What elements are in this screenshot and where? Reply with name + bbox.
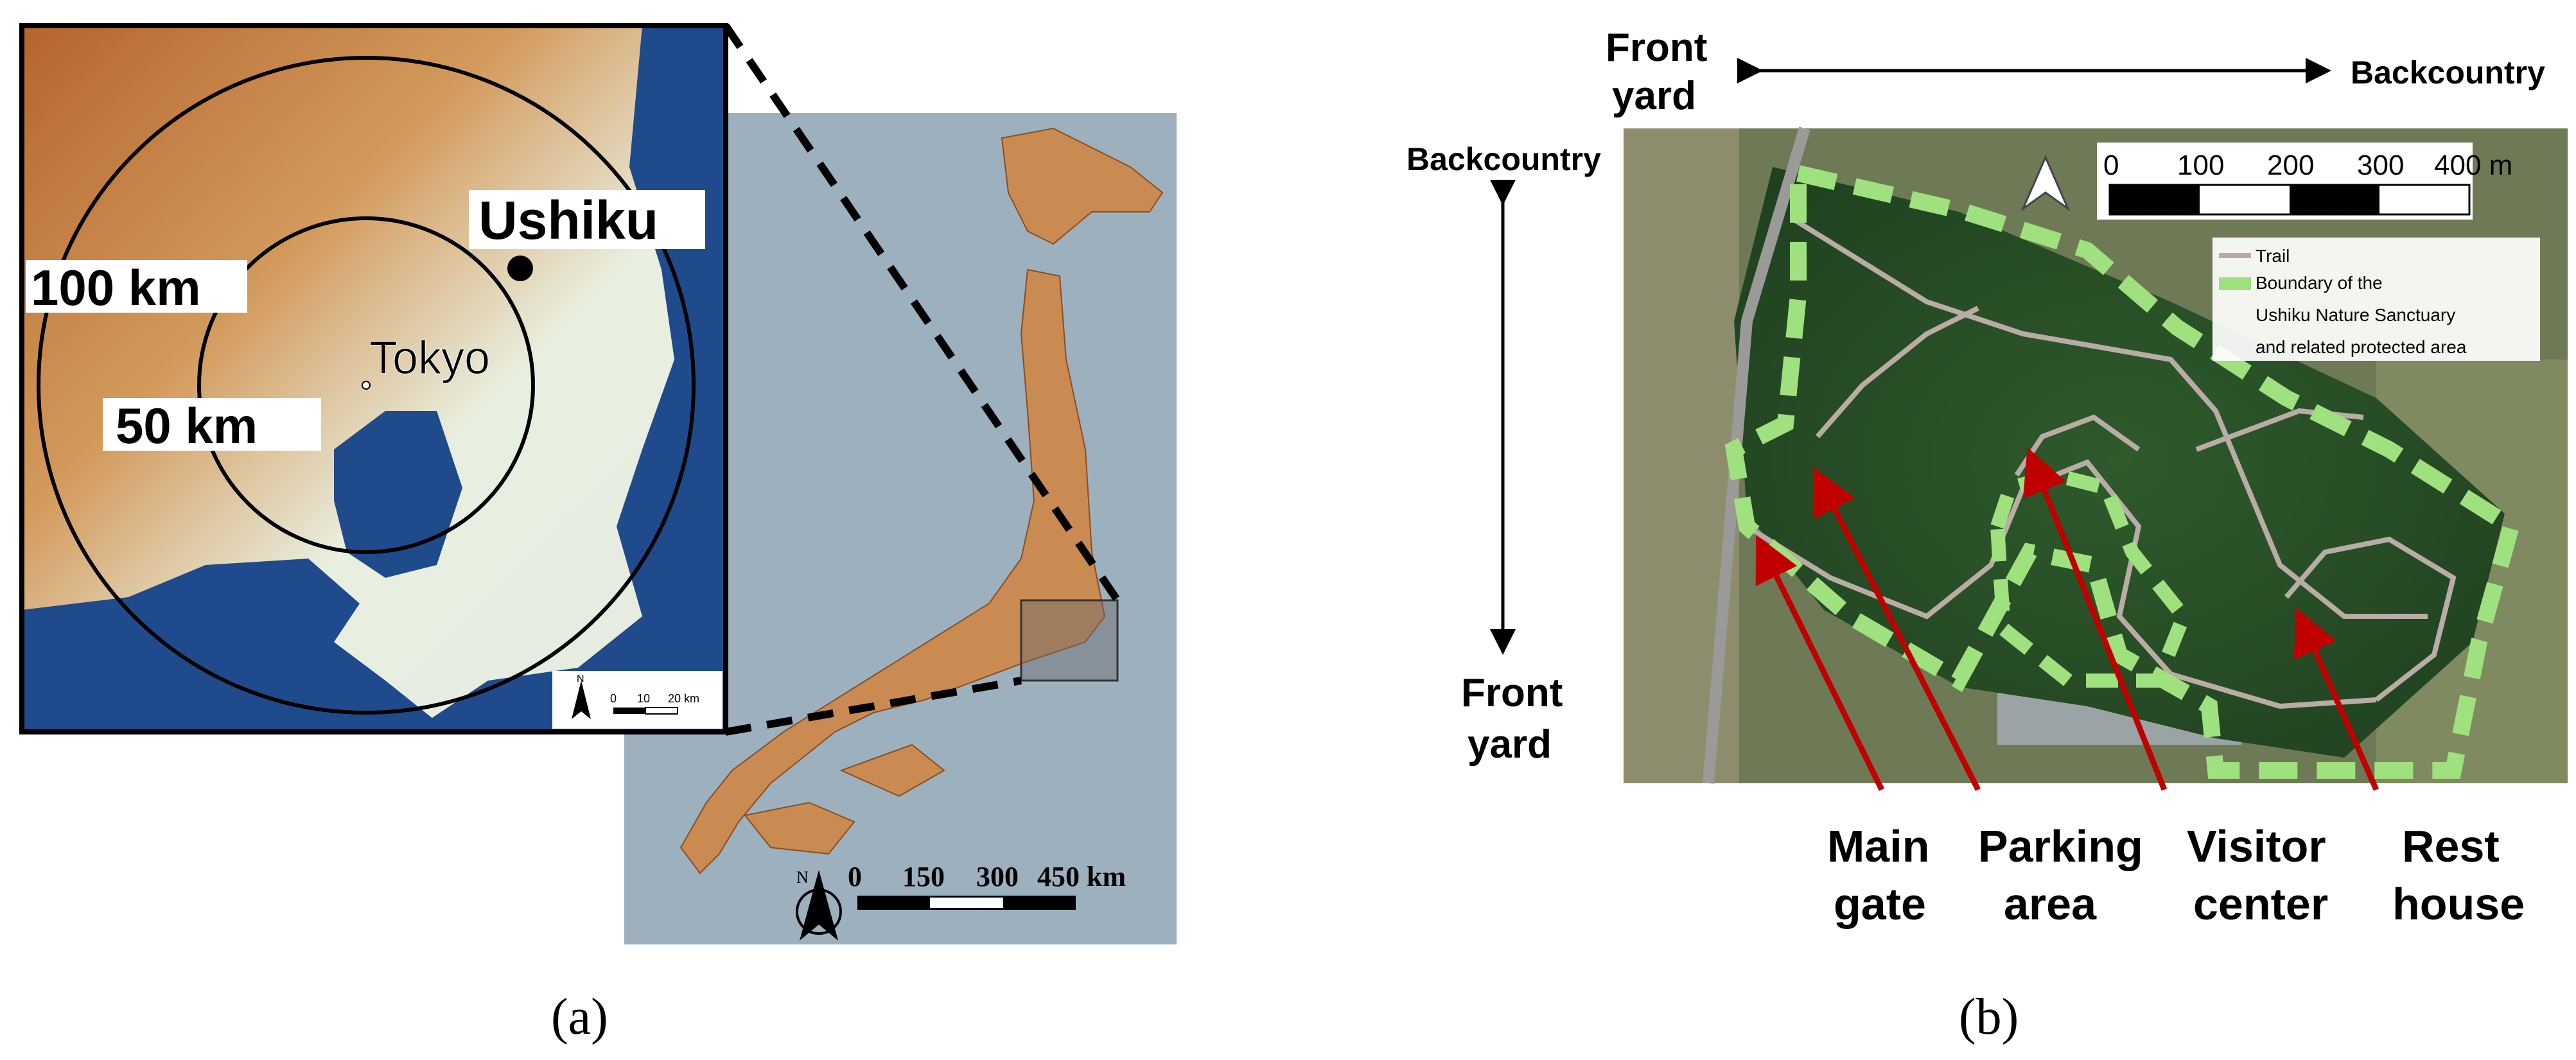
tokyo-label: Tokyo <box>369 333 490 384</box>
panel-b: Front yard Backcountry Backcountry Front… <box>1406 26 2568 1045</box>
ushiku-marker <box>507 256 533 281</box>
japan-north-arrow-icon <box>800 870 838 941</box>
zoom-box <box>1020 599 1119 682</box>
japan-scale: N 0 150 300 450 km <box>796 861 1126 941</box>
callout-visitor-center-line2: center <box>2193 879 2328 929</box>
ring-50-label-bg <box>103 398 321 451</box>
trail-network <box>1745 216 2457 709</box>
panel-b-caption: (b) <box>1959 989 2019 1045</box>
panel-a-caption: (a) <box>551 989 608 1045</box>
japan-scale-tick-3: 450 km <box>1037 861 1126 892</box>
h-axis-right: Backcountry <box>2351 55 2545 91</box>
ring-50km <box>197 216 535 554</box>
aerial-scale-tick-4: 400 m <box>2434 150 2512 181</box>
v-axis-bottom-line2: yard <box>1468 722 1552 767</box>
japan-scale-tick-0: 0 <box>848 861 862 892</box>
aerial-scale-tick-0: 0 <box>2103 150 2119 181</box>
h-axis-left-line2: yard <box>1612 74 1696 118</box>
legend-boundary-line2: Ushiku Nature Sanctuary <box>2256 305 2455 325</box>
callout-visitor-center-line1: Visitor <box>2187 821 2326 871</box>
legend-box <box>2212 238 2540 361</box>
leader-line-top <box>723 23 1121 603</box>
ring-100km <box>37 56 696 715</box>
road <box>1703 126 1810 784</box>
ring-50-label: 50 km <box>116 397 258 454</box>
callout-parking-area-line2: area <box>2004 879 2097 929</box>
callout-arrow-parking-area <box>1813 467 1981 792</box>
inset-scale-tick-2: 20 km <box>668 692 699 705</box>
inset-scale-tick-0: 0 <box>610 692 617 705</box>
inset-scale-tick-1: 10 <box>637 692 650 705</box>
inset-sea-south <box>22 559 450 732</box>
callout-rest-house-line1: Rest <box>2402 821 2500 871</box>
callout-main-gate-line2: gate <box>1834 879 1926 929</box>
inset-north-label: N <box>577 673 584 684</box>
sanctuary-boundary <box>1724 162 2521 779</box>
ring-100-label: 100 km <box>31 259 201 316</box>
callout-rest-house-line2: house <box>2392 879 2525 929</box>
ushiku-label-bg <box>469 190 705 249</box>
v-axis-bottom-line1: Front <box>1461 671 1563 715</box>
japan-landmass <box>679 127 1164 874</box>
callout-arrow-visitor-center <box>2022 447 2168 791</box>
tokyo-marker <box>362 381 371 390</box>
aerial-scale-tick-2: 200 <box>2267 150 2314 181</box>
legend-trail-label: Trail <box>2256 246 2290 266</box>
callout-parking-area-line1: Parking <box>1978 821 2143 871</box>
japan-scale-tick-1: 150 <box>902 861 945 892</box>
ushiku-label: Ushiku <box>478 190 658 250</box>
aerial-scale-tick-1: 100 <box>2177 150 2224 181</box>
ring-100-label-bg <box>26 260 247 313</box>
panel-a: Ushiku 100 km 50 km Tokyo N 0 10 20 km N… <box>19 23 1177 1045</box>
inset-map: Ushiku 100 km 50 km Tokyo N 0 10 20 km <box>19 23 728 734</box>
inset-sea-bay <box>334 411 462 578</box>
aerial-photo <box>1624 126 2568 784</box>
japan-scale-tick-2: 300 <box>976 861 1019 892</box>
legend-boundary-line3: and related protected area <box>2256 337 2467 357</box>
aerial-scale-tick-3: 300 <box>2357 150 2404 181</box>
aerial-north-arrow-icon <box>2020 155 2071 212</box>
callout-arrow-rest-house <box>2293 608 2379 791</box>
inset-north-arrow-icon <box>572 681 591 719</box>
japan-north-label: N <box>796 868 809 887</box>
callout-main-gate-line1: Main <box>1827 821 1929 871</box>
h-axis-left-line1: Front <box>1606 26 1707 70</box>
leader-line-bottom <box>724 677 1022 736</box>
callout-arrow-main-gate <box>1755 534 1885 791</box>
v-axis-top: Backcountry <box>1406 141 1601 177</box>
legend-boundary-line1: Boundary of the <box>2256 273 2383 293</box>
